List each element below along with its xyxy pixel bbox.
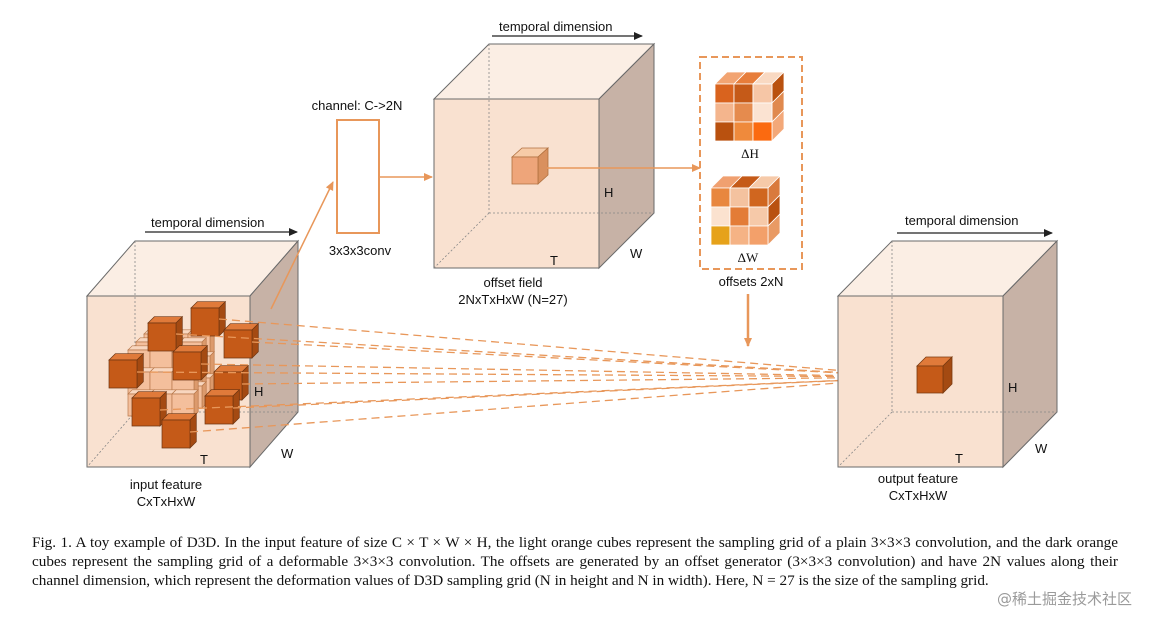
delta-w-label: ΔW bbox=[738, 250, 759, 265]
input-temporal-label: temporal dimension bbox=[151, 215, 264, 230]
delta-h-label: ΔH bbox=[741, 146, 759, 161]
offsets-dashed-box bbox=[699, 56, 803, 270]
offset-sample-cube bbox=[510, 147, 550, 185]
input-h-label: H bbox=[254, 384, 263, 399]
offset-field-label: offset field bbox=[483, 275, 542, 290]
offsets-label: offsets 2xN bbox=[719, 274, 784, 289]
conv-label: 3x3x3conv bbox=[329, 243, 392, 258]
input-feature-shape: CxTxHxW bbox=[137, 494, 196, 509]
offset-t-label: T bbox=[550, 253, 558, 268]
conv-channel-label: channel: C->2N bbox=[312, 98, 403, 113]
input-w-label: W bbox=[281, 446, 294, 461]
output-temporal-label: temporal dimension bbox=[905, 213, 1018, 228]
output-w-label: W bbox=[1035, 441, 1048, 456]
delta-w-cube bbox=[710, 175, 781, 246]
offset-w-label: W bbox=[630, 246, 643, 261]
sampling-lines bbox=[136, 318, 919, 433]
output-feature-shape: CxTxHxW bbox=[889, 488, 948, 503]
output-feature-cube bbox=[836, 239, 1059, 469]
input-t-label: T bbox=[200, 452, 208, 467]
conv-box bbox=[336, 119, 380, 234]
delta-h-cube bbox=[714, 71, 785, 142]
output-cube-cell bbox=[916, 356, 953, 394]
d3d-diagram: temporal dimension H T W input feature C… bbox=[85, 19, 1059, 509]
watermark: @稀土掘金技术社区 bbox=[996, 590, 1132, 608]
to-conv-arrow bbox=[270, 181, 334, 310]
figure-caption: Fig. 1. A toy example of D3D. In the inp… bbox=[32, 534, 1118, 589]
input-feature-label: input feature bbox=[130, 477, 202, 492]
output-feature-label: output feature bbox=[878, 471, 958, 486]
offset-temporal-label: temporal dimension bbox=[499, 19, 612, 34]
output-h-label: H bbox=[1008, 380, 1017, 395]
output-t-label: T bbox=[955, 451, 963, 466]
offset-field-shape: 2NxTxHxW (N=27) bbox=[458, 292, 567, 307]
offset-h-label: H bbox=[604, 185, 613, 200]
